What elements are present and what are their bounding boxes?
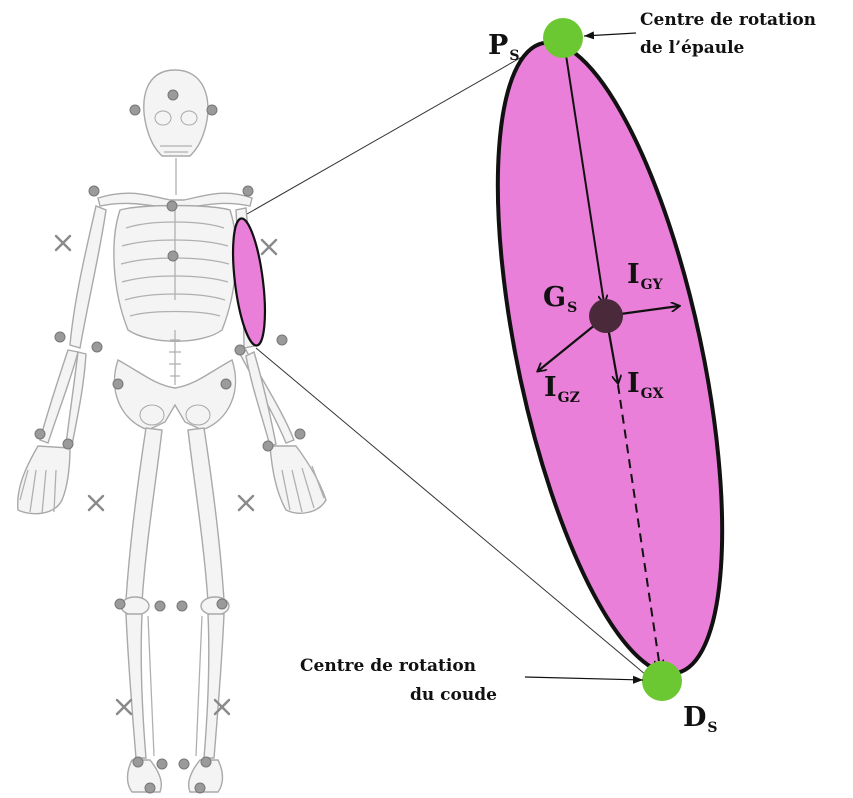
label-distal: DS [683,702,718,736]
upper-arm-segment-small [227,217,270,347]
shoulder-annotation-line2: de l’épaule [640,38,745,58]
shoulder-joint-center [543,18,583,58]
shoulder-annotation-line1: Centre de rotation [640,10,816,30]
shoulder-annotation-arrow [584,33,636,36]
elbow-annotation-line1: Centre de rotation [300,656,476,676]
upper-arm-segment-large [453,24,767,692]
skeleton-markers [35,90,305,793]
center-of-mass-point [589,299,623,333]
elbow-annotation-line2: du coude [410,685,497,705]
elbow-joint-center [642,661,682,701]
elbow-annotation-arrow [525,677,643,680]
label-proximal: PS [488,30,519,64]
skeleton-figure [18,70,326,793]
